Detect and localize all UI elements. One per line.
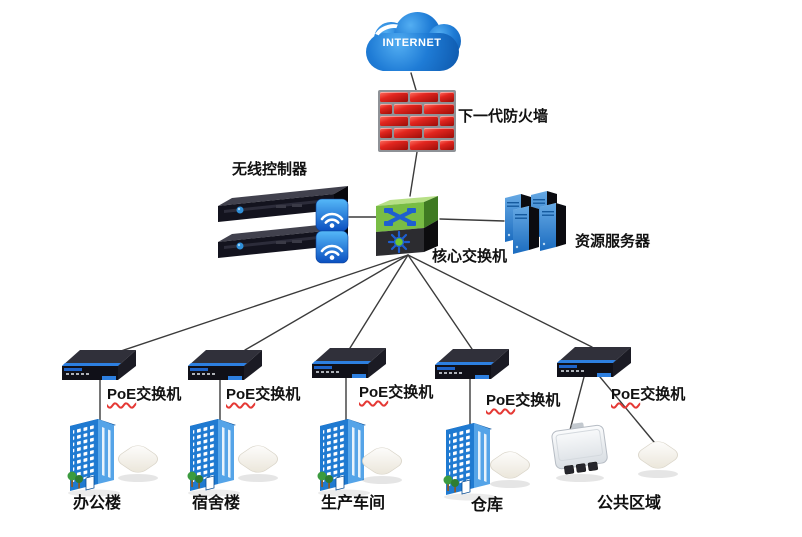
poe-switch-icon-1 bbox=[62, 350, 136, 380]
outdoor-access-point-icon bbox=[549, 419, 610, 483]
building-office-icon bbox=[67, 418, 121, 497]
site-label-dormitory: 宿舍楼 bbox=[192, 495, 241, 512]
link-core-poe-4 bbox=[407, 254, 473, 350]
site-label-workshop: 生产车间 bbox=[321, 495, 386, 512]
core-switch-icon bbox=[374, 194, 440, 258]
link-core-poe-3 bbox=[349, 254, 409, 349]
core-switch-label: 核心交换机 bbox=[432, 248, 508, 265]
poe-switch-label-1: PoE交换机 bbox=[107, 386, 182, 403]
link-core-poe-1 bbox=[117, 254, 409, 353]
firewall-label: 下一代防火墙 bbox=[458, 108, 549, 125]
poe-switch-icon-5 bbox=[557, 347, 631, 377]
access-point-icon-3 bbox=[357, 444, 407, 485]
link-core-server bbox=[439, 218, 505, 222]
site-label-warehouse: 仓库 bbox=[471, 497, 504, 514]
link-firewall-core bbox=[409, 151, 418, 197]
server-tower-icon bbox=[540, 203, 566, 251]
poe-switch-label-2: PoE交换机 bbox=[226, 386, 301, 403]
site-label-office: 办公楼 bbox=[73, 495, 122, 512]
wifi-badge-icon-2 bbox=[314, 229, 350, 265]
poe-switch-icon-4 bbox=[435, 349, 509, 379]
access-point-icon-4 bbox=[485, 448, 535, 489]
poe-switch-label-4: PoE交换机 bbox=[486, 392, 561, 409]
poe-switch-icon-2 bbox=[188, 350, 262, 380]
building-warehouse-icon bbox=[443, 422, 497, 501]
firewall-icon bbox=[378, 90, 456, 152]
link-internet-firewall bbox=[410, 72, 417, 91]
building-workshop-icon bbox=[317, 418, 371, 497]
link-core-poe-2 bbox=[244, 254, 409, 351]
internet-label: INTERNET bbox=[382, 37, 442, 49]
site-label-public-area: 公共区域 bbox=[597, 495, 662, 512]
access-point-icon-5 bbox=[633, 438, 683, 479]
server-tower-icon bbox=[513, 206, 539, 254]
link-poe5-outdoor-ap bbox=[569, 376, 585, 431]
internet-cloud-icon: INTERNET bbox=[362, 12, 462, 78]
link-poe5-indoor-ap bbox=[599, 376, 655, 443]
access-point-icon-2 bbox=[233, 442, 283, 483]
wireless-controller-label: 无线控制器 bbox=[232, 161, 308, 178]
poe-switch-icon-3 bbox=[312, 348, 386, 378]
wifi-badge-icon-1 bbox=[314, 197, 350, 233]
link-core-poe-5 bbox=[407, 254, 593, 348]
poe-switch-label-3: PoE交换机 bbox=[359, 384, 434, 401]
access-point-icon-1 bbox=[113, 442, 163, 483]
building-dormitory-icon bbox=[187, 418, 241, 497]
resource-server-label: 资源服务器 bbox=[575, 233, 651, 250]
poe-switch-label-5: PoE交换机 bbox=[611, 386, 686, 403]
